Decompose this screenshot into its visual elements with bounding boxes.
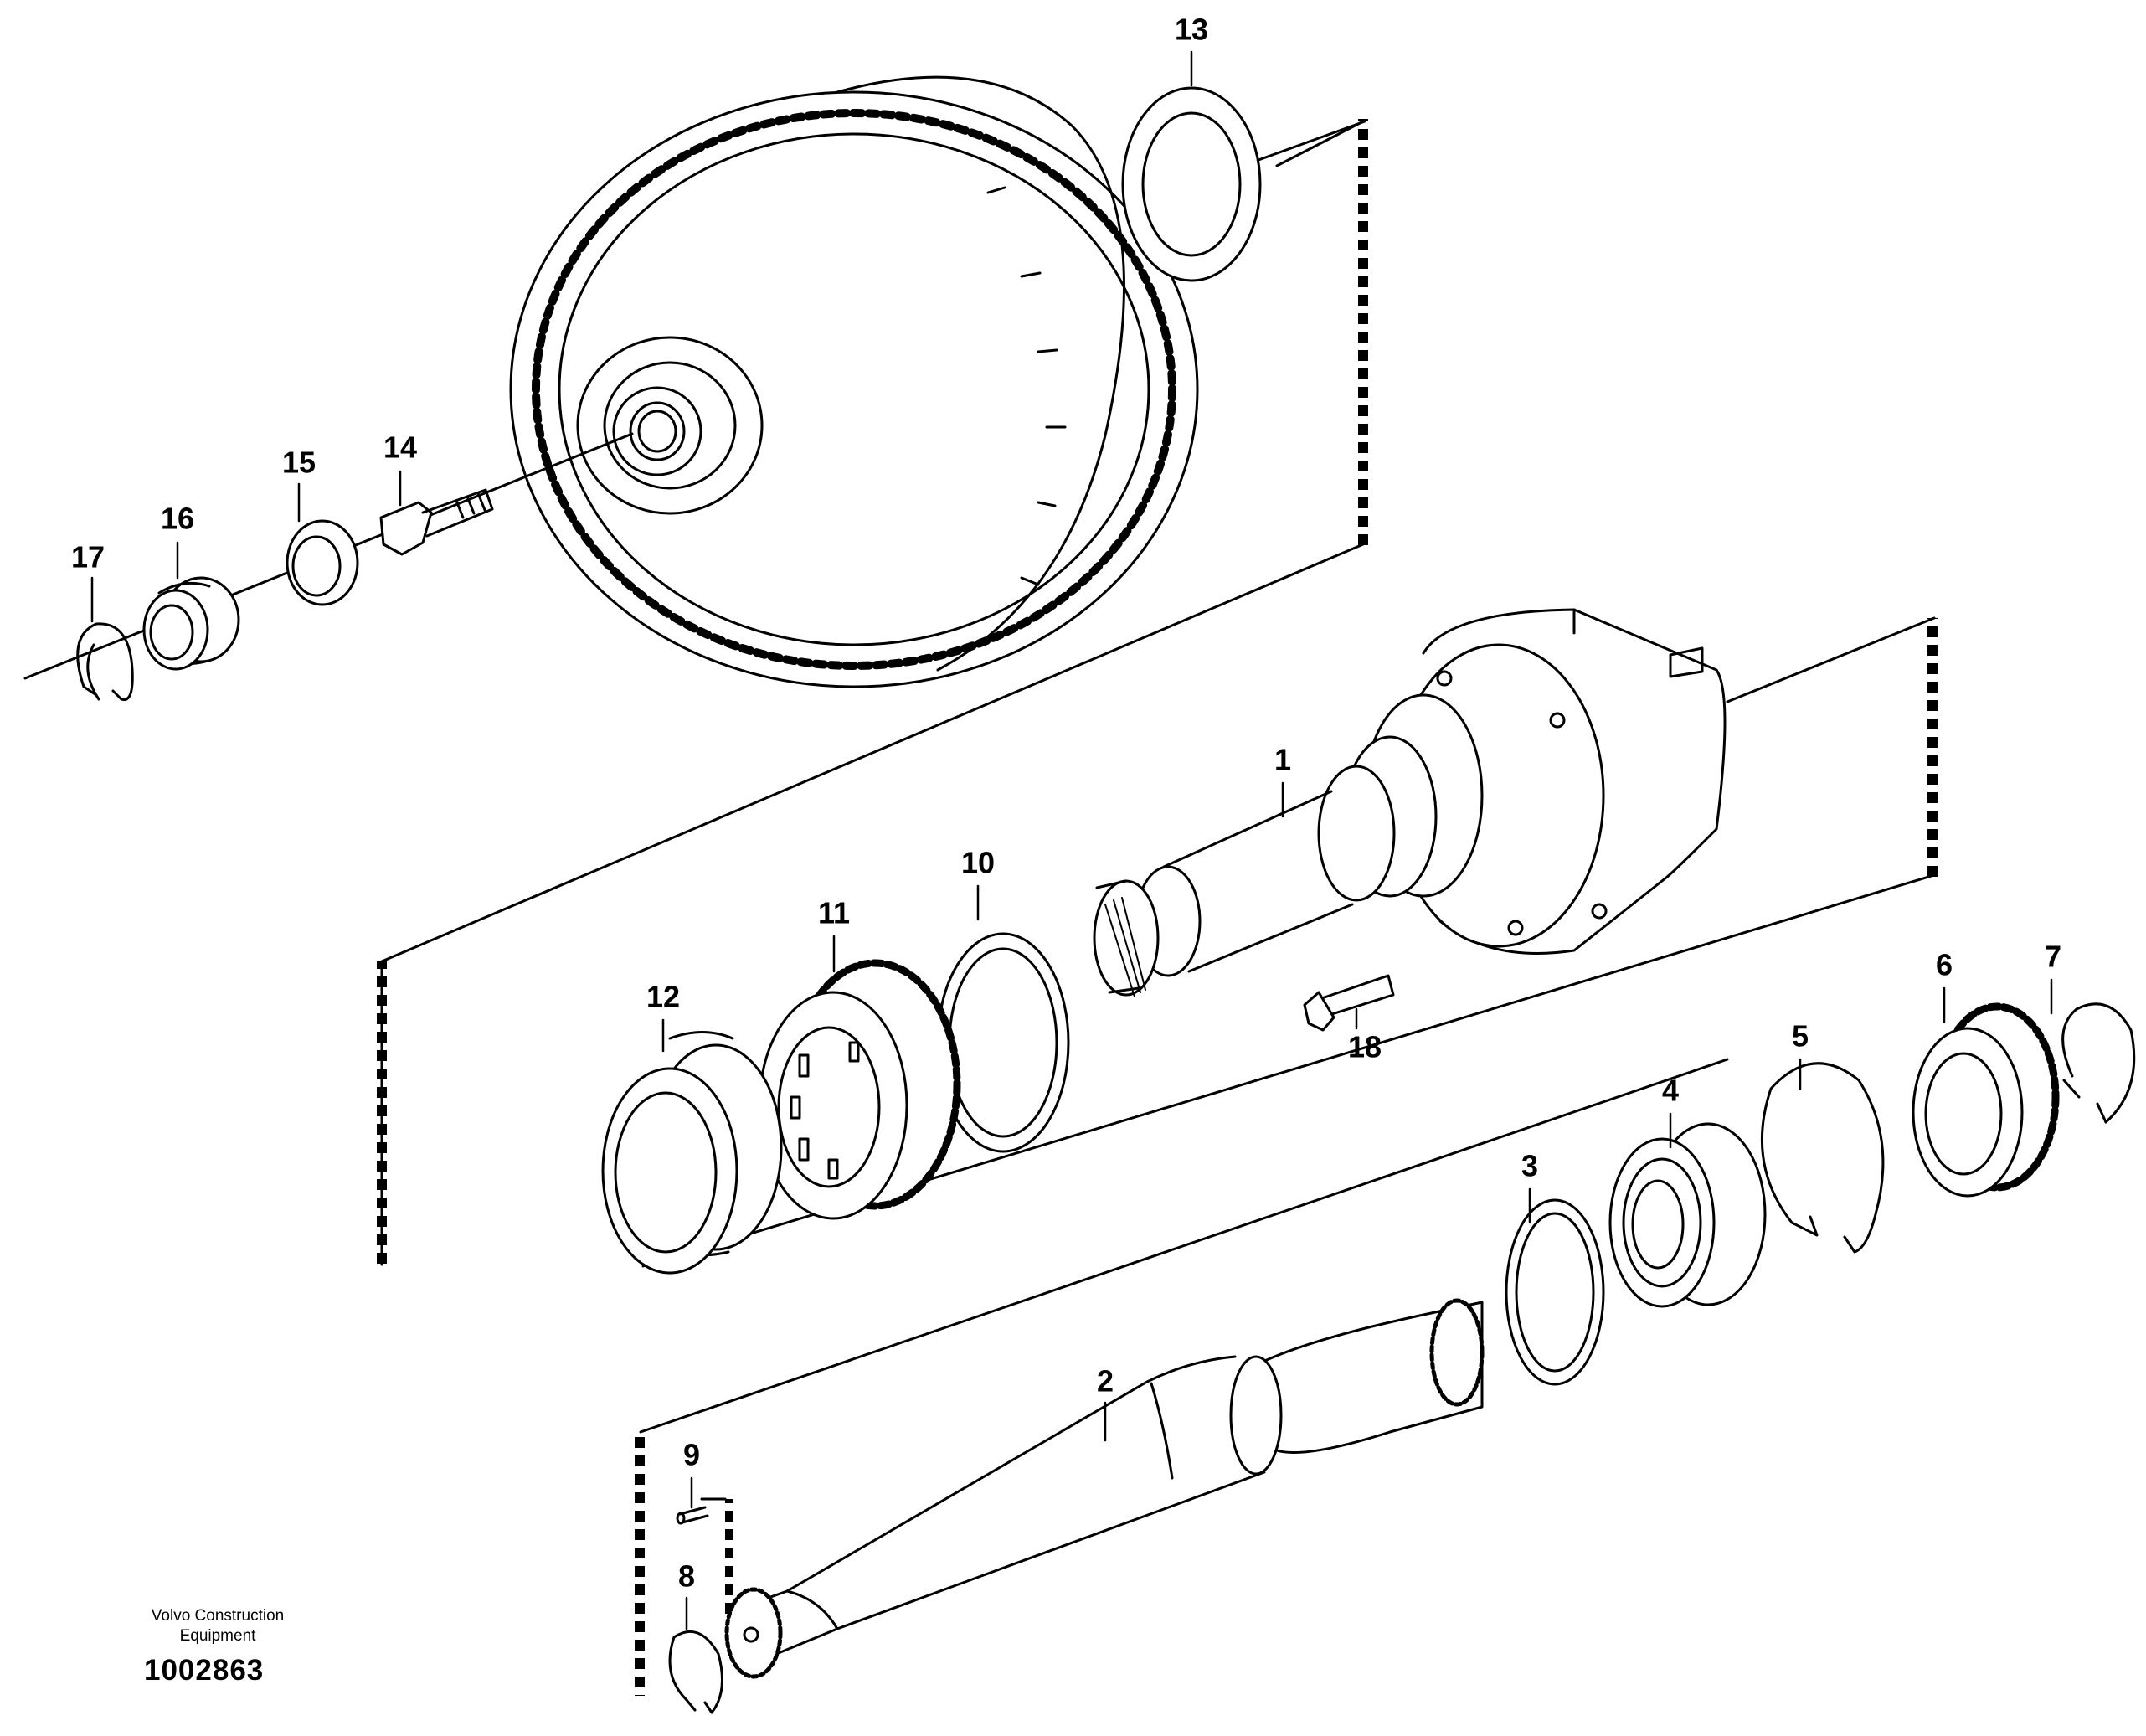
part-18-bolt bbox=[1303, 974, 1395, 1032]
manufacturer-line-2: Equipment bbox=[179, 1627, 256, 1645]
part-6-gear bbox=[1912, 1002, 2060, 1198]
document-number: 1002863 bbox=[144, 1654, 265, 1687]
part-3-ring bbox=[1505, 1198, 1605, 1386]
callout-11: 11 bbox=[818, 896, 850, 930]
callout-15: 15 bbox=[282, 446, 316, 480]
callout-17: 17 bbox=[71, 540, 105, 574]
part-16-sleeve bbox=[142, 576, 240, 671]
part-7-snap-ring bbox=[2061, 1002, 2136, 1124]
callout-16: 16 bbox=[161, 502, 194, 536]
part-9-pin bbox=[676, 1506, 709, 1525]
manufacturer-credit: Volvo Construction Equipment bbox=[117, 1606, 318, 1646]
callout-13: 13 bbox=[1175, 13, 1208, 47]
callout-6: 6 bbox=[1936, 948, 1953, 982]
callout-10: 10 bbox=[961, 846, 995, 880]
part-12-flange-ring bbox=[601, 1031, 783, 1275]
callout-8: 8 bbox=[678, 1559, 695, 1594]
part-15-washer bbox=[286, 519, 359, 606]
leader-lines bbox=[90, 50, 2053, 1630]
manufacturer-line-1: Volvo Construction bbox=[151, 1607, 285, 1625]
callout-1: 1 bbox=[1274, 743, 1291, 777]
callout-5: 5 bbox=[1792, 1019, 1809, 1053]
part-2-output-shaft bbox=[724, 1298, 1485, 1679]
callout-18: 18 bbox=[1348, 1030, 1382, 1064]
callout-2: 2 bbox=[1097, 1364, 1114, 1399]
callout-12: 12 bbox=[646, 980, 680, 1014]
callout-labels: 13 14 15 16 17 1 10 11 12 18 6 7 5 4 3 2… bbox=[71, 13, 2061, 1594]
callout-3: 3 bbox=[1521, 1149, 1538, 1183]
part-13-washer bbox=[1121, 86, 1262, 282]
part-8-snap-ring bbox=[668, 1630, 723, 1714]
part-14-bolt bbox=[379, 488, 494, 556]
callout-9: 9 bbox=[683, 1438, 700, 1472]
part-5-circlip bbox=[1760, 1062, 1885, 1254]
callout-7: 7 bbox=[2045, 940, 2061, 974]
torque-converter bbox=[509, 75, 1199, 688]
callout-4: 4 bbox=[1662, 1074, 1679, 1108]
part-1-input-shaft bbox=[1093, 608, 1727, 997]
lower-bracket bbox=[635, 1058, 1729, 1696]
part-11-freewheel bbox=[758, 959, 961, 1220]
callout-14: 14 bbox=[383, 430, 417, 465]
part-4-bearing bbox=[1608, 1122, 1767, 1308]
part-17-snap-ring bbox=[76, 622, 134, 702]
